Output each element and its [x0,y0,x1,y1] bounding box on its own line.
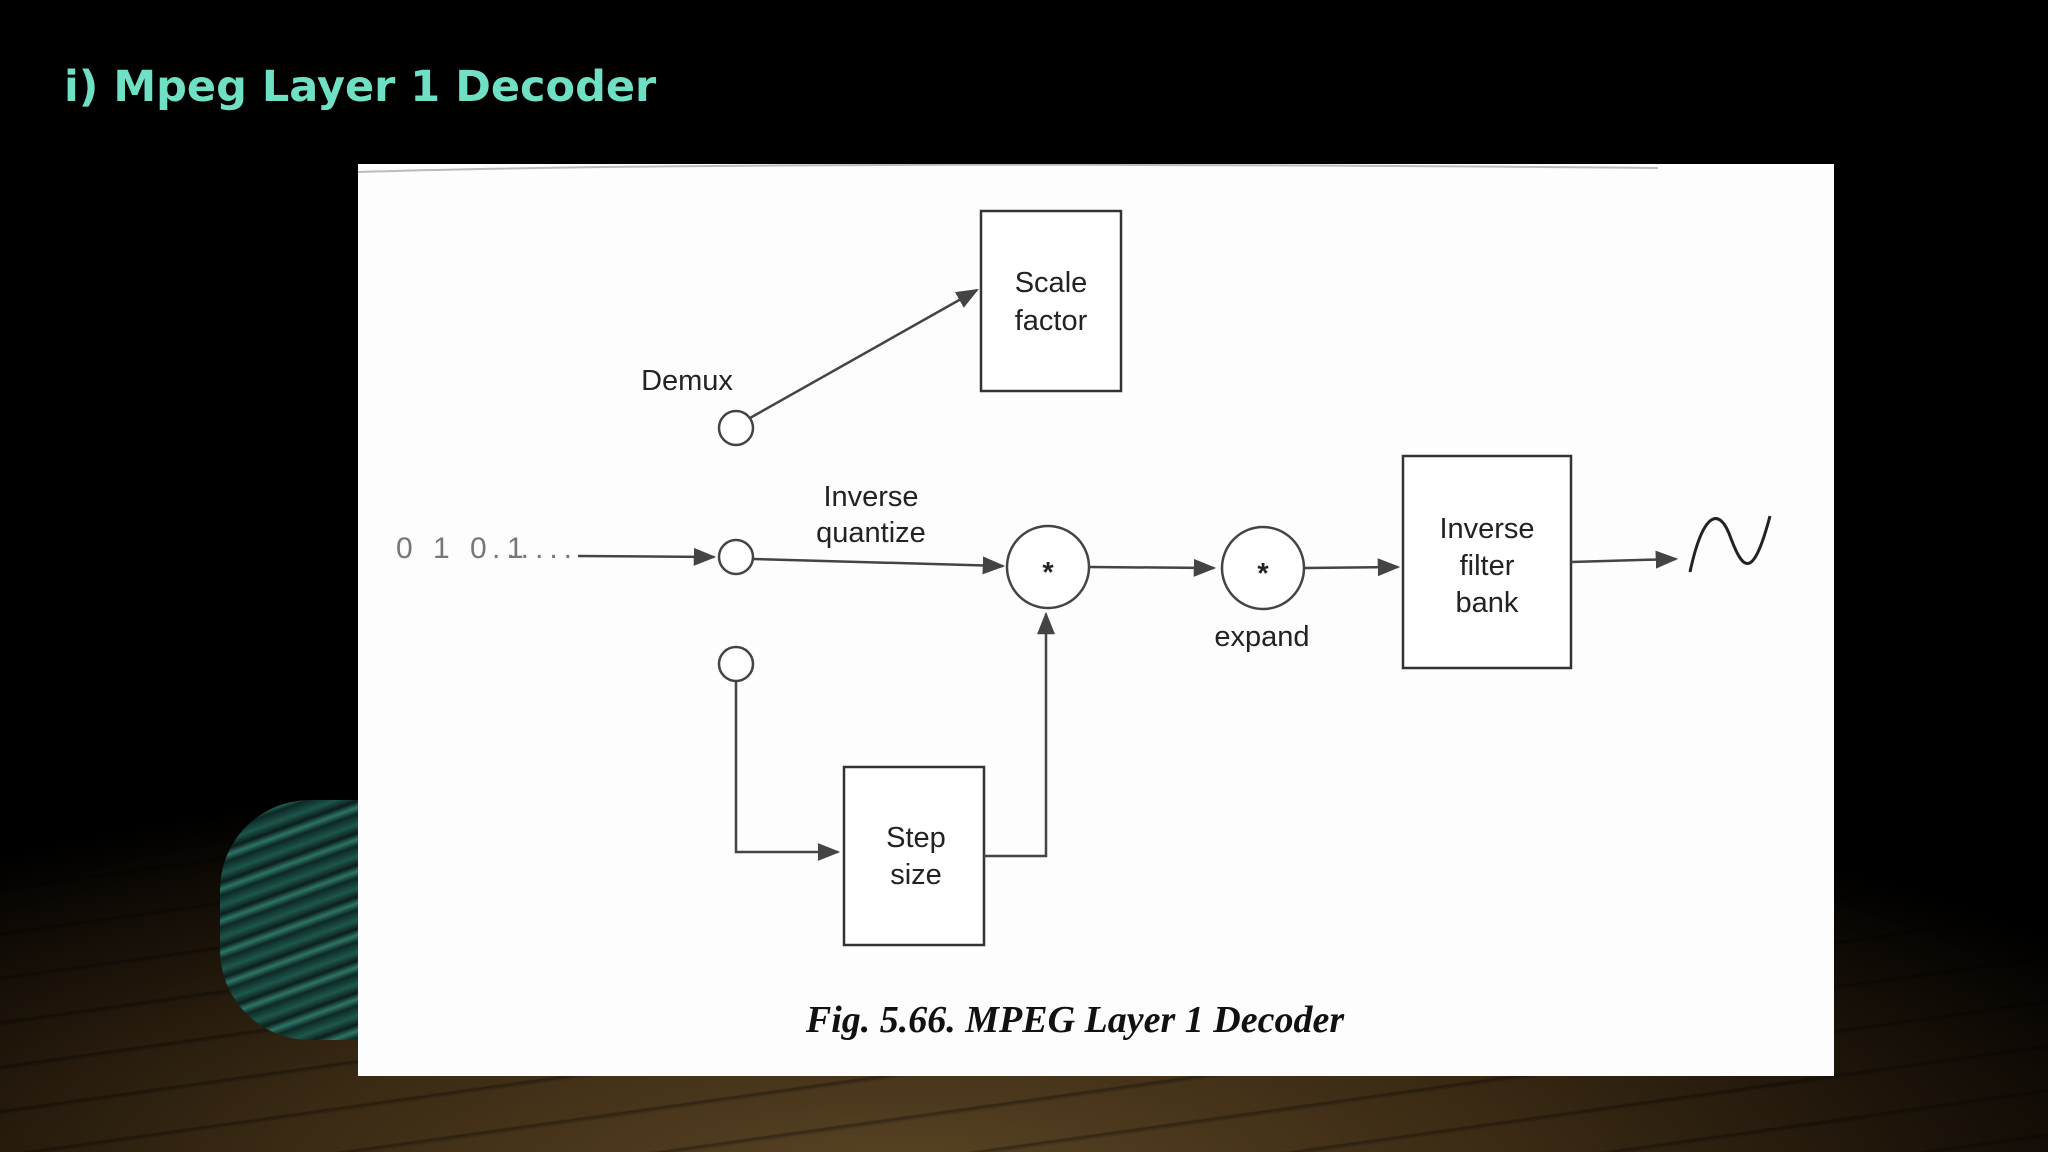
input-bits-label: 0 1 0 1 [396,532,530,565]
demux-label: Demux [641,365,733,397]
demux-node-top [717,409,755,447]
multiplier-symbol-1: * [1042,557,1054,589]
multiplier-to-expand-arrow [1088,558,1217,577]
slide-title: i) Mpeg Layer 1 Decoder [64,62,657,112]
step-size-to-multiplier-arrow [984,611,1055,858]
scale-factor-label-2: factor [1015,305,1088,337]
step-size-label-1: Step [886,822,946,854]
inverse-filter-bank-block [1401,454,1573,670]
demux-to-step-size-arrow [734,681,841,861]
inverse-filter-bank-label-3: bank [1456,587,1519,619]
inverse-filter-bank-label-2: filter [1460,550,1515,582]
scale-factor-block [979,209,1123,393]
multiplier-symbol-2: * [1257,558,1269,590]
input-dots-label: ...... [492,532,578,565]
inverse-filter-bank-label-1: Inverse [1439,513,1534,545]
decoder-figure: Scale factor Demux 0 1 0 1 ...... Invers… [358,164,1834,1076]
demux-node-bottom [717,645,755,683]
decoder-diagram: Scale factor Demux 0 1 0 1 ...... Invers… [358,164,1772,1041]
demux-node-middle [717,538,755,576]
sine-wave-icon [1688,515,1772,573]
figure-caption: Fig. 5.66. MPEG Layer 1 Decoder [805,999,1345,1041]
expand-to-filter-bank-arrow [1303,558,1401,577]
step-size-block [842,765,986,947]
expand-label: expand [1214,621,1309,653]
inverse-quantize-arrow [752,556,1006,575]
inverse-quantize-label-1: Inverse [823,481,918,513]
scale-factor-label-1: Scale [1015,267,1088,299]
filter-bank-to-output-arrow [1570,550,1679,569]
input-arrow [577,547,717,566]
step-size-label-2: size [890,859,942,891]
demux-to-scale-factor-arrow [749,288,979,420]
scan-edge-line [358,164,1659,173]
inverse-quantize-label-2: quantize [816,517,926,549]
